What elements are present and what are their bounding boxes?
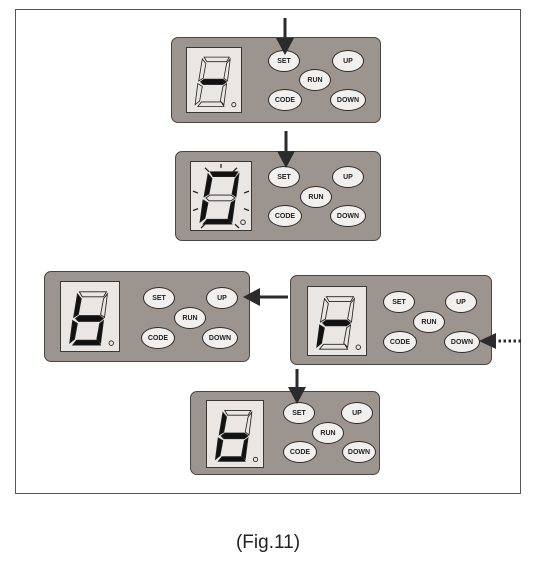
segment-e-on xyxy=(199,199,209,224)
seven-segment-digit xyxy=(69,291,114,346)
up-button[interactable]: UP xyxy=(332,50,364,72)
set-button[interactable]: SET xyxy=(283,402,315,424)
down-button[interactable]: DOWN xyxy=(330,89,366,111)
seven-segment-digit xyxy=(192,163,250,229)
up-button[interactable]: UP xyxy=(341,402,373,424)
figure-caption: (Fig.11) xyxy=(235,532,301,553)
segment-c-on xyxy=(96,319,105,344)
up-button[interactable]: UP xyxy=(206,287,238,309)
segment-d-on xyxy=(202,218,233,225)
up-button[interactable]: UP xyxy=(332,166,364,188)
digit-display xyxy=(60,281,120,352)
segment-g-on xyxy=(199,78,228,85)
segment-f-on xyxy=(218,411,227,436)
run-button[interactable]: RUN xyxy=(174,307,206,329)
digit-display xyxy=(307,286,367,356)
segment-c-on xyxy=(227,199,236,224)
run-button[interactable]: RUN xyxy=(299,69,331,91)
segment-a-off xyxy=(325,296,355,303)
controller-panel-step3-right: SET RUN UP CODE DOWN xyxy=(290,275,492,365)
arrow-step1-set xyxy=(276,18,294,55)
arrow-step3-up xyxy=(243,288,288,306)
arrow-step4-set xyxy=(288,369,306,404)
set-button[interactable]: SET xyxy=(268,166,300,188)
blink-ray xyxy=(200,223,206,229)
segment-f-on xyxy=(203,172,213,198)
segment-c-off xyxy=(343,323,352,349)
run-button[interactable]: RUN xyxy=(300,186,332,208)
segment-c-on xyxy=(241,436,249,461)
segment-a-off xyxy=(223,410,252,416)
controller-panel-step3-left: SET RUN UP CODE DOWN xyxy=(44,271,250,362)
segment-b-off xyxy=(244,410,253,436)
code-button[interactable]: CODE xyxy=(383,331,417,353)
run-button[interactable]: RUN xyxy=(312,422,344,444)
segment-d-off xyxy=(196,101,225,107)
seven-segment-digit xyxy=(214,410,259,463)
set-button[interactable]: SET xyxy=(383,291,415,313)
decimal-point xyxy=(108,340,114,346)
digit-display xyxy=(190,161,252,231)
segment-e-off xyxy=(194,82,203,106)
seven-segment-digit xyxy=(316,296,361,350)
segment-e-on xyxy=(316,324,325,349)
decimal-point xyxy=(240,219,246,225)
blink-ray xyxy=(192,208,199,212)
set-button[interactable]: SET xyxy=(143,287,175,309)
code-button[interactable]: CODE xyxy=(268,89,302,111)
controller-panel-step4: SET RUN UP CODE DOWN xyxy=(190,391,380,475)
segment-b-off xyxy=(347,297,356,323)
segment-a-on xyxy=(209,171,239,177)
down-button[interactable]: DOWN xyxy=(202,327,238,349)
segment-f-off xyxy=(319,297,329,323)
controller-panel-step1: SET RUN UP CODE DOWN xyxy=(171,37,381,123)
segment-e-on xyxy=(69,319,78,345)
segment-a-off xyxy=(78,291,108,298)
blink-ray xyxy=(204,167,210,173)
up-button[interactable]: UP xyxy=(445,291,477,313)
segment-d-off xyxy=(318,343,349,350)
segment-e-on xyxy=(214,437,224,461)
code-button[interactable]: CODE xyxy=(141,327,175,349)
decimal-point xyxy=(252,456,259,463)
blink-ray xyxy=(234,223,240,229)
segment-f-on xyxy=(73,292,82,319)
segment-g-off xyxy=(205,194,236,202)
blink-ray xyxy=(232,167,238,173)
segment-g-on xyxy=(74,315,105,322)
down-button[interactable]: DOWN xyxy=(444,331,480,353)
arrow-step3-down-dotted xyxy=(479,333,521,349)
segment-g-on xyxy=(220,432,249,440)
segment-g-on xyxy=(321,319,352,327)
decimal-point xyxy=(231,102,237,108)
blink-ray xyxy=(192,190,199,194)
arrow-step2-set xyxy=(277,131,295,168)
seven-segment-digit xyxy=(194,56,237,108)
segment-b-off xyxy=(223,57,231,82)
controller-panel-step2: SET RUN UP CODE DOWN xyxy=(175,151,381,241)
segment-b-off xyxy=(100,292,109,319)
digit-display xyxy=(206,400,264,468)
code-button[interactable]: CODE xyxy=(268,205,302,227)
code-button[interactable]: CODE xyxy=(283,441,317,463)
segment-d-on xyxy=(71,339,102,346)
down-button[interactable]: DOWN xyxy=(342,441,376,463)
run-button[interactable]: RUN xyxy=(413,311,445,333)
blink-ray xyxy=(243,208,250,212)
segment-c-off xyxy=(219,82,228,106)
segment-f-off xyxy=(198,57,207,82)
segment-d-on xyxy=(217,456,246,462)
digit-display xyxy=(186,47,242,113)
blink-ray xyxy=(243,190,250,194)
decimal-point xyxy=(355,344,361,350)
segment-b-on xyxy=(231,172,240,198)
down-button[interactable]: DOWN xyxy=(330,205,366,227)
segment-a-off xyxy=(203,56,231,63)
